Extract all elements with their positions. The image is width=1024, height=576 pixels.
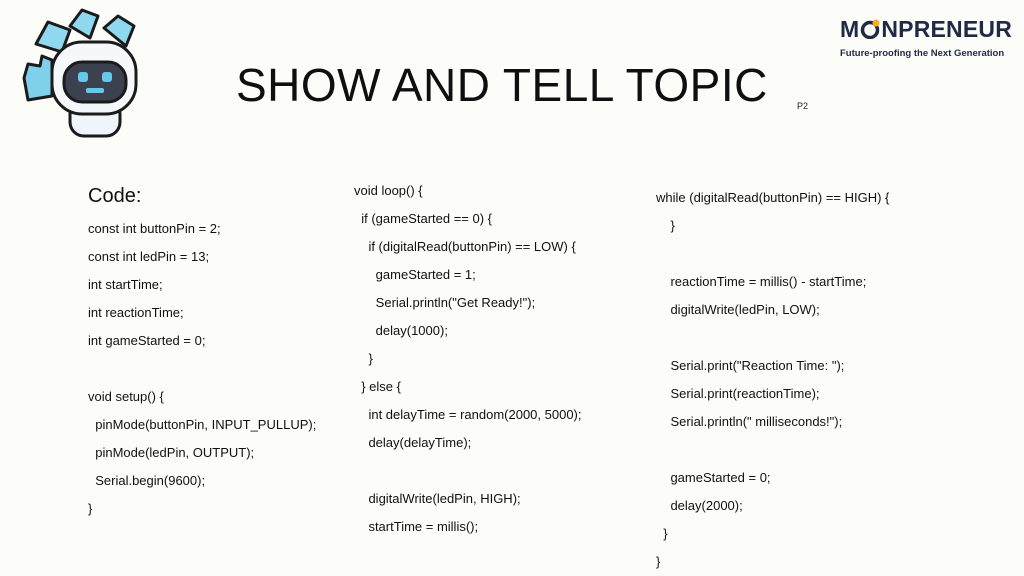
code-line: }: [656, 218, 675, 233]
code-line: delay(delayTime);: [354, 435, 472, 450]
code-line: Serial.print(reactionTime);: [656, 386, 820, 401]
code-line: const int ledPin = 13;: [88, 249, 210, 264]
code-line: if (digitalRead(buttonPin) == LOW) {: [354, 239, 576, 254]
code-line: delay(1000);: [354, 323, 448, 338]
code-line: void setup() {: [88, 389, 164, 404]
code-line: }: [656, 526, 668, 541]
slide-title: SHOW AND TELL TOPIC: [236, 59, 768, 111]
code-line: } else {: [354, 379, 401, 394]
logo-word-end: NPRENEUR: [881, 16, 1013, 42]
brand-logo: M NPRENEUR Future-proofing the Next Gener…: [840, 12, 1012, 62]
code-line: delay(2000);: [656, 498, 743, 513]
code-line: }: [656, 554, 661, 569]
code-line: while (digitalRead(buttonPin) == HIGH) {: [656, 190, 890, 205]
code-line: Serial.println(" milliseconds!");: [656, 414, 843, 429]
code-line: int reactionTime;: [88, 305, 184, 320]
code-line: Serial.print("Reaction Time: ");: [656, 358, 845, 373]
code-line: pinMode(buttonPin, INPUT_PULLUP);: [88, 417, 317, 432]
code-line: }: [354, 351, 373, 366]
code-line: Serial.println("Get Ready!");: [354, 295, 536, 310]
page-label: P2: [797, 101, 809, 111]
code-line: gameStarted = 1;: [354, 267, 476, 282]
logo-tagline: Future-proofing the Next Generation: [840, 48, 1005, 59]
code-line: startTime = millis();: [354, 519, 479, 534]
logo-word-start: M: [840, 16, 860, 42]
code-line: const int buttonPin = 2;: [88, 221, 221, 236]
code-line: pinMode(ledPin, OUTPUT);: [88, 445, 255, 460]
code-line: gameStarted = 0;: [656, 470, 771, 485]
code-line: digitalWrite(ledPin, LOW);: [656, 302, 820, 317]
code-line: int delayTime = random(2000, 5000);: [354, 407, 582, 422]
code-line: int gameStarted = 0;: [88, 333, 206, 348]
code-heading: Code:: [88, 185, 142, 207]
code-line: digitalWrite(ledPin, HIGH);: [354, 491, 521, 506]
robot-mascot-icon: [18, 4, 158, 144]
logo-wordmark: M NPRENEUR: [840, 16, 1012, 43]
code-line: void loop() {: [354, 183, 423, 198]
code-line: reactionTime = millis() - startTime;: [656, 274, 867, 289]
logo-ring-icon: [860, 18, 880, 40]
code-line: int startTime;: [88, 277, 163, 292]
code-line: if (gameStarted == 0) {: [354, 211, 493, 226]
code-line: }: [88, 501, 93, 516]
code-line: Serial.begin(9600);: [88, 473, 206, 488]
